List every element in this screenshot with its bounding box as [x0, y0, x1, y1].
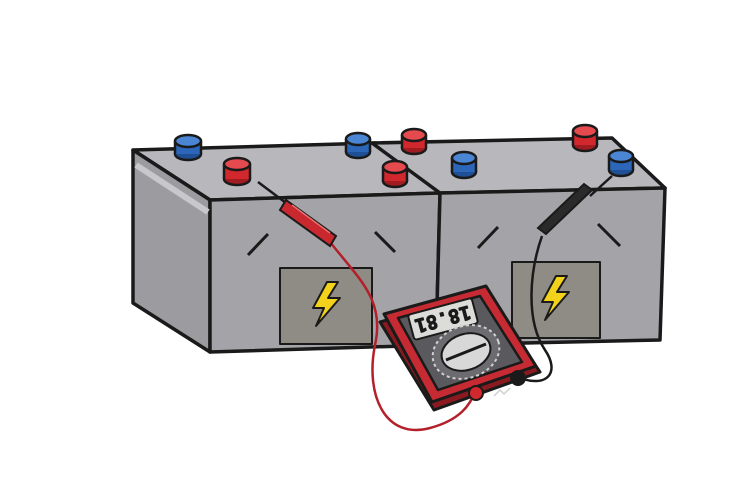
red-probe-wire [329, 241, 477, 432]
red-input-jack[interactable] [468, 385, 484, 401]
red-probe [257, 181, 338, 248]
black-probe [536, 175, 613, 236]
left-battery [131, 141, 442, 354]
negative-terminal-icon [173, 133, 203, 162]
black-input-jack[interactable] [510, 370, 526, 386]
negative-terminal-icon [344, 131, 372, 160]
positive-terminal-icon [381, 159, 409, 189]
lightning-bolt-icon [312, 281, 341, 327]
black-probe-wire [519, 235, 553, 383]
multimeter: 18.81 [378, 284, 542, 412]
positive-terminal-icon [222, 156, 252, 187]
multimeter-display [407, 297, 479, 341]
lightning-bolt-icon [541, 275, 570, 321]
negative-terminal-icon [607, 148, 635, 178]
positive-terminal-icon [571, 123, 599, 153]
positive-terminal-icon [400, 127, 428, 156]
negative-terminal-icon [450, 150, 478, 180]
